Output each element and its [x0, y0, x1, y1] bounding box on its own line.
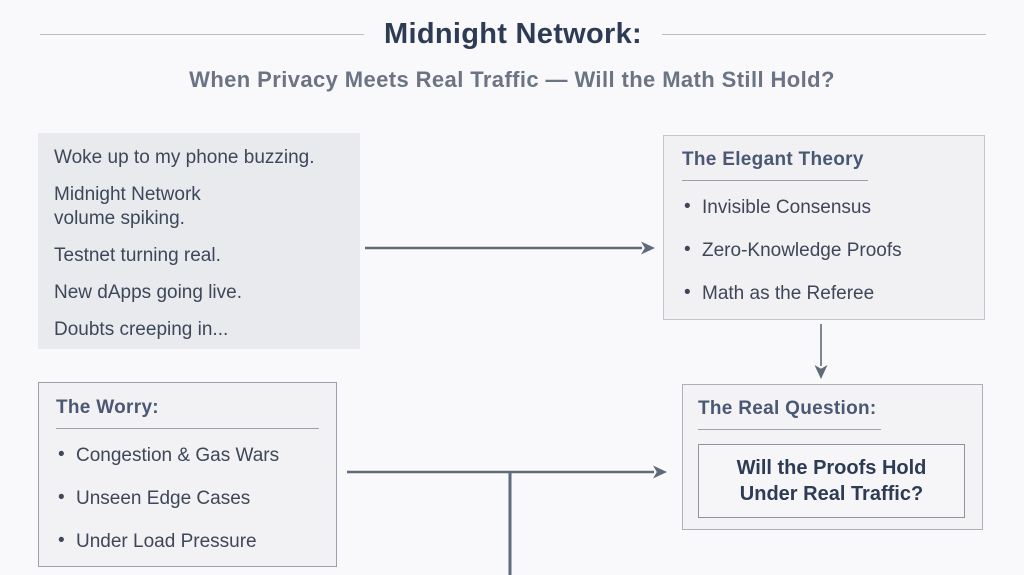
story-panel: Woke up to my phone buzzing. Midnight Ne… [38, 133, 360, 349]
story-line: Doubts creeping in... [54, 319, 229, 340]
story-line: Midnight Network volume spiking. [54, 184, 201, 229]
title-rule-right [662, 33, 987, 35]
theory-panel-title: The Elegant Theory [682, 149, 868, 181]
worry-bullet: Congestion & Gas Wars [56, 444, 319, 467]
story-line: New dApps going live. [54, 282, 242, 303]
story-line: Woke up to my phone buzzing. [54, 147, 315, 168]
theory-bullet: Zero-Knowledge Proofs [682, 239, 966, 262]
story-line: Testnet turning real. [54, 245, 221, 266]
theory-panel: The Elegant Theory Invisible Consensus Z… [663, 135, 985, 320]
theory-bullet-list: Invisible Consensus Zero-Knowledge Proof… [682, 196, 966, 305]
worry-bullet: Unseen Edge Cases [56, 487, 319, 510]
question-panel: The Real Question: Will the Proofs Hold … [682, 384, 983, 530]
worry-panel: The Worry: Congestion & Gas Wars Unseen … [38, 382, 337, 567]
title-rule-left [40, 33, 364, 35]
worry-bullet-list: Congestion & Gas Wars Unseen Edge Cases … [56, 444, 319, 553]
worry-panel-title: The Worry: [56, 397, 319, 429]
theory-bullet: Invisible Consensus [682, 196, 966, 219]
page-title: Midnight Network: [384, 17, 643, 50]
question-highlight-box: Will the Proofs Hold Under Real Traffic? [698, 444, 965, 518]
page-subtitle: When Privacy Meets Real Traffic — Will t… [189, 67, 835, 92]
header: Midnight Network: [0, 17, 1024, 50]
worry-bullet: Under Load Pressure [56, 530, 319, 553]
question-panel-title: The Real Question: [698, 398, 881, 430]
theory-bullet: Math as the Referee [682, 282, 966, 305]
